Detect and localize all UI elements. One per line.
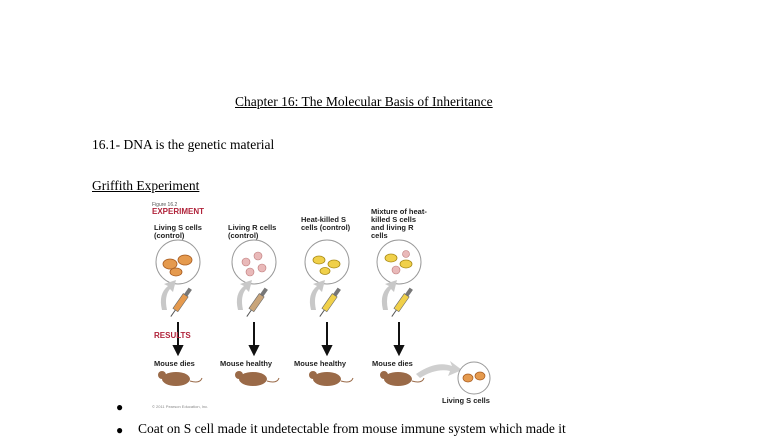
mice xyxy=(158,371,425,386)
dish-heat-killed-s xyxy=(304,239,350,285)
result-arrows xyxy=(172,322,405,357)
results-label: RESULTS xyxy=(154,331,191,340)
chapter-title: Chapter 16: The Molecular Basis of Inher… xyxy=(235,94,493,109)
dish-living-s-result xyxy=(457,361,491,395)
griffith-experiment-heading: Griffith Experiment xyxy=(92,178,200,193)
mouse-icon xyxy=(309,371,354,386)
column-label: Living R cells (control) xyxy=(228,223,277,240)
experiment-label: EXPERIMENT xyxy=(152,207,205,216)
syringe-3 xyxy=(319,287,341,317)
column-label: Heat-killed S cells (control) xyxy=(301,215,351,232)
dish-living-r xyxy=(231,239,277,285)
dish-mixture xyxy=(376,239,422,285)
bullet-icon: ● xyxy=(116,400,124,414)
figure-credit: © 2011 Pearson Education, Inc. xyxy=(152,404,209,409)
living-s-cells-label: Living S cells xyxy=(442,396,490,405)
mouse-icon xyxy=(380,371,425,386)
figure-illustration xyxy=(155,239,491,395)
syringe-2 xyxy=(246,287,268,317)
griffith-experiment-figure: Figure 16.2 EXPERIMENT Living S cells (c… xyxy=(140,198,520,412)
section-heading: 16.1- DNA is the genetic material xyxy=(92,137,275,152)
isolation-arrow xyxy=(416,361,462,378)
mouse-icon xyxy=(235,371,280,386)
outcome-label: Mouse dies xyxy=(154,359,195,368)
dish-living-s xyxy=(155,239,201,285)
syringe-4 xyxy=(391,287,413,317)
mouse-icon xyxy=(158,371,203,386)
outcome-label: Mouse healthy xyxy=(294,359,347,368)
figure-number: Figure 16.2 xyxy=(152,202,178,208)
bullet-icon: ● xyxy=(116,423,124,437)
column-label: Living S cells (control) xyxy=(154,223,202,240)
bullet-text: Coat on S cell made it undetectable from… xyxy=(138,421,566,436)
transfer-arrows xyxy=(160,280,397,310)
outcome-label: Mouse dies xyxy=(372,359,413,368)
column-label: Mixture of heat-killed S cells and livin… xyxy=(371,207,427,240)
outcome-label: Mouse healthy xyxy=(220,359,273,368)
syringe-1 xyxy=(170,287,192,317)
